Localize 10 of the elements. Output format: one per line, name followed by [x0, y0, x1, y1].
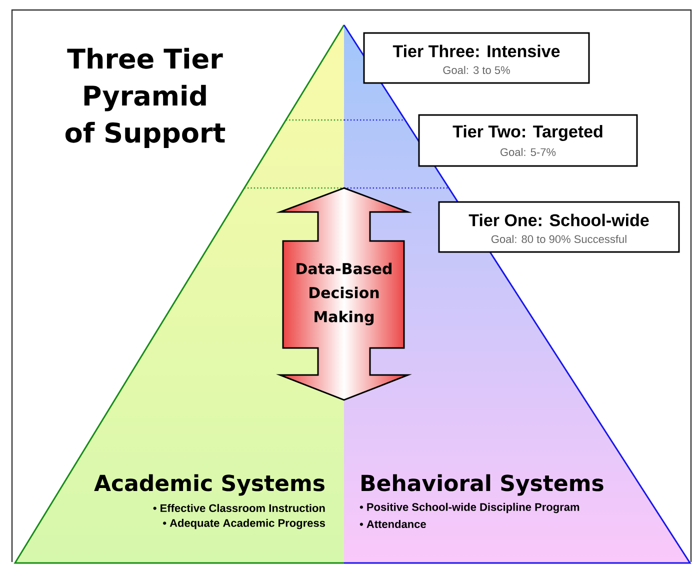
- section-heading: Behavioral Systems: [362, 474, 604, 496]
- title: Three Tier Pyramid of Support: [65, 48, 226, 148]
- bullet-item: • Effective Classroom Instruction: [153, 504, 325, 512]
- section-heading: Academic Systems: [94, 474, 324, 496]
- bullet-item: • Attendance: [360, 520, 426, 528]
- bullet-item: • Adequate Academic Progress: [163, 518, 325, 530]
- bullet-item: • Positive School-wide Discipline Program: [360, 502, 580, 514]
- tier-box: Tier Three: Intensive Goal: 3 to 5%: [363, 32, 590, 84]
- tier-box: Tier One: School-wide Goal: 80 to 90% Successful: [438, 201, 680, 253]
- tier-box: Tier Two: Targeted Goal: 5-7%: [418, 114, 638, 167]
